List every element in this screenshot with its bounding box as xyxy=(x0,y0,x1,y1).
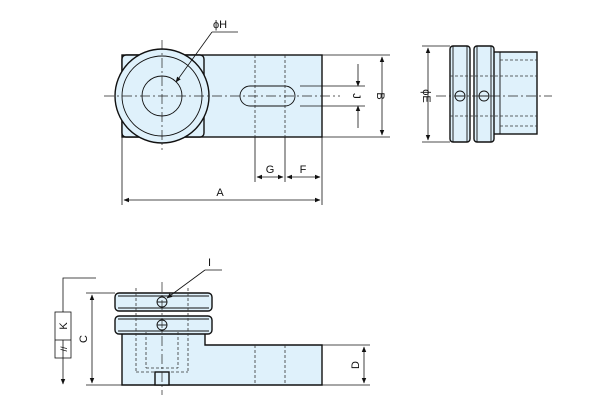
side-ring-right xyxy=(473,45,495,143)
side-hub xyxy=(491,51,538,135)
dimension-e-label: ϕE xyxy=(420,89,432,103)
leader-h xyxy=(175,31,213,83)
tolerance-k-label: K xyxy=(58,322,70,330)
front-view: I C D K // xyxy=(54,257,370,395)
parallelism-symbol: // xyxy=(59,346,69,352)
dimension-d-label: D xyxy=(350,361,362,369)
dimension-i-label: I xyxy=(208,257,211,269)
dimension-c-label: C xyxy=(78,335,90,343)
front-body xyxy=(121,331,323,386)
dimension-a-label: A xyxy=(216,187,224,199)
top-view: A G F B J ϕH xyxy=(104,19,390,205)
parallelism-leader xyxy=(62,277,96,312)
dimension-h-label: ϕH xyxy=(213,19,227,31)
leader-i xyxy=(166,269,206,299)
dimension-b-label: B xyxy=(374,92,386,99)
dimension-g-label: G xyxy=(266,164,275,176)
tolerance-frame xyxy=(54,311,72,359)
side-ring-left xyxy=(449,45,471,143)
side-view: ϕE xyxy=(420,45,552,143)
dimension-j-label: J xyxy=(350,93,362,99)
dimension-f-label: F xyxy=(300,164,307,176)
